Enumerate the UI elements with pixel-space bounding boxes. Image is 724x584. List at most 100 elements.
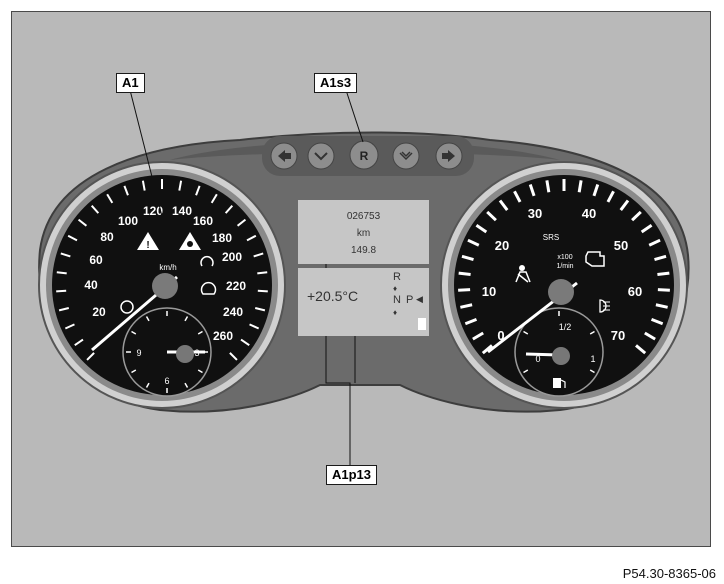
odometer-unit: km — [356, 228, 371, 239]
chevron-down-icon — [314, 152, 328, 161]
speed-mark: 40 — [84, 278, 98, 292]
tire-pressure-warning-icon — [200, 281, 217, 295]
dial-tick — [249, 323, 260, 330]
dial-tick — [123, 185, 129, 196]
left-arrow-button — [270, 142, 298, 170]
rpm-mark: 60 — [628, 284, 642, 299]
tachometer-ticks — [458, 179, 670, 355]
speed-mark: 80 — [100, 230, 114, 244]
dial-tick — [56, 271, 67, 275]
dial-tick — [197, 369, 203, 374]
fuel-pump-icon — [553, 378, 566, 388]
dial-tick — [464, 317, 478, 326]
tachometer: 0 10 20 30 40 50 60 70 SRS x100 1/min 0 — [440, 161, 688, 409]
volume-button — [392, 142, 420, 170]
speedometer-ticks — [56, 179, 268, 361]
dial-tick — [467, 238, 480, 247]
rpm-mark: 50 — [614, 238, 628, 253]
dial-tick — [64, 323, 75, 330]
fuel-mark: 1/2 — [559, 322, 572, 332]
dial-tick — [141, 180, 146, 191]
dial-tick — [644, 331, 656, 341]
dial-tick — [178, 180, 183, 191]
speed-mark: 160 — [193, 214, 213, 228]
selected-gear-indicator-icon: ◀ — [416, 294, 423, 304]
display-block-icon — [418, 318, 426, 330]
dial-tick — [458, 288, 471, 292]
chevron-double-icon — [399, 151, 413, 161]
speed-needle-hub — [152, 273, 178, 299]
dial-tick — [528, 184, 536, 197]
dial-tick — [224, 204, 234, 214]
callout-a1p13: A1p13 — [326, 465, 378, 485]
fuel-ticks — [523, 311, 595, 374]
dial-tick — [606, 190, 615, 203]
dial-tick — [498, 199, 509, 211]
dial-tick — [145, 382, 150, 388]
speed-mark: 260 — [213, 329, 233, 343]
dial-tick — [635, 344, 647, 355]
rpm-unit-top: x100 — [557, 254, 572, 261]
engine-check-icon — [585, 251, 605, 267]
clock-ticks — [126, 311, 208, 393]
clock-mark: 9 — [136, 348, 141, 358]
dial-tick — [56, 289, 67, 293]
dial-tick — [131, 369, 137, 374]
tire-pressure-icon — [200, 256, 214, 267]
gear-p: P — [406, 294, 414, 306]
odometer-value: 026753 — [346, 211, 381, 222]
dial-tick — [589, 330, 595, 335]
callout-a1s3: A1s3 — [314, 73, 358, 93]
leader-a1 — [129, 89, 167, 233]
speed-mark: 140 — [172, 204, 192, 218]
rpm-mark: 0 — [497, 328, 504, 343]
dial-tick — [523, 330, 529, 335]
dial-tick — [657, 271, 670, 276]
reset-button-r — [349, 140, 379, 170]
dial-tick — [648, 238, 661, 247]
dial-tick — [77, 218, 88, 227]
headlight-icon — [599, 299, 610, 313]
speed-mark: 120 — [143, 204, 163, 218]
gear-r: R — [393, 271, 401, 283]
warning-triangle-icon — [137, 232, 159, 250]
dial-tick — [240, 338, 250, 347]
trip-value: 149.8 — [350, 245, 377, 256]
dial-tick — [481, 344, 493, 355]
dial-tick — [654, 254, 667, 261]
fuel-mark: 0 — [535, 354, 540, 364]
speed-mark: 220 — [226, 279, 246, 293]
dial-tick — [58, 307, 70, 312]
fuel-hub — [552, 347, 570, 365]
dial-tick — [650, 317, 664, 326]
dial-tick — [229, 352, 238, 361]
callout-a1: A1 — [116, 73, 145, 93]
dial-tick — [74, 338, 84, 347]
multifunction-display: +20.5°C R ♦ N P ◀ ♦ — [298, 268, 429, 336]
rpm-mark: 20 — [495, 238, 509, 253]
dial-tick — [640, 224, 653, 234]
rpm-mark: 30 — [528, 206, 542, 221]
down-button — [307, 142, 335, 170]
dial-tick — [475, 224, 488, 234]
dial-tick — [90, 204, 100, 214]
right-arrow-button — [435, 142, 463, 170]
dial-tick — [486, 210, 497, 222]
rpm-mark: 10 — [482, 284, 496, 299]
odometer-display: 026753 km 149.8 — [298, 200, 429, 264]
dial-tick — [577, 180, 583, 193]
dial-tick — [236, 218, 247, 227]
srs-label: SRS — [543, 233, 559, 242]
dial-tick — [619, 199, 630, 211]
gear-arrows-down-icon: ♦ — [393, 308, 398, 317]
dial-tick — [589, 369, 595, 374]
outside-temperature: +20.5°C — [307, 288, 359, 304]
dial-tick — [197, 330, 203, 335]
dial-tick — [523, 369, 529, 374]
dial-tick — [145, 316, 150, 322]
dial-tick — [106, 193, 114, 204]
brake-warning-icon — [120, 300, 134, 314]
speed-mark: 100 — [118, 214, 138, 228]
dial-tick — [592, 184, 600, 197]
dial-tick — [631, 210, 642, 222]
